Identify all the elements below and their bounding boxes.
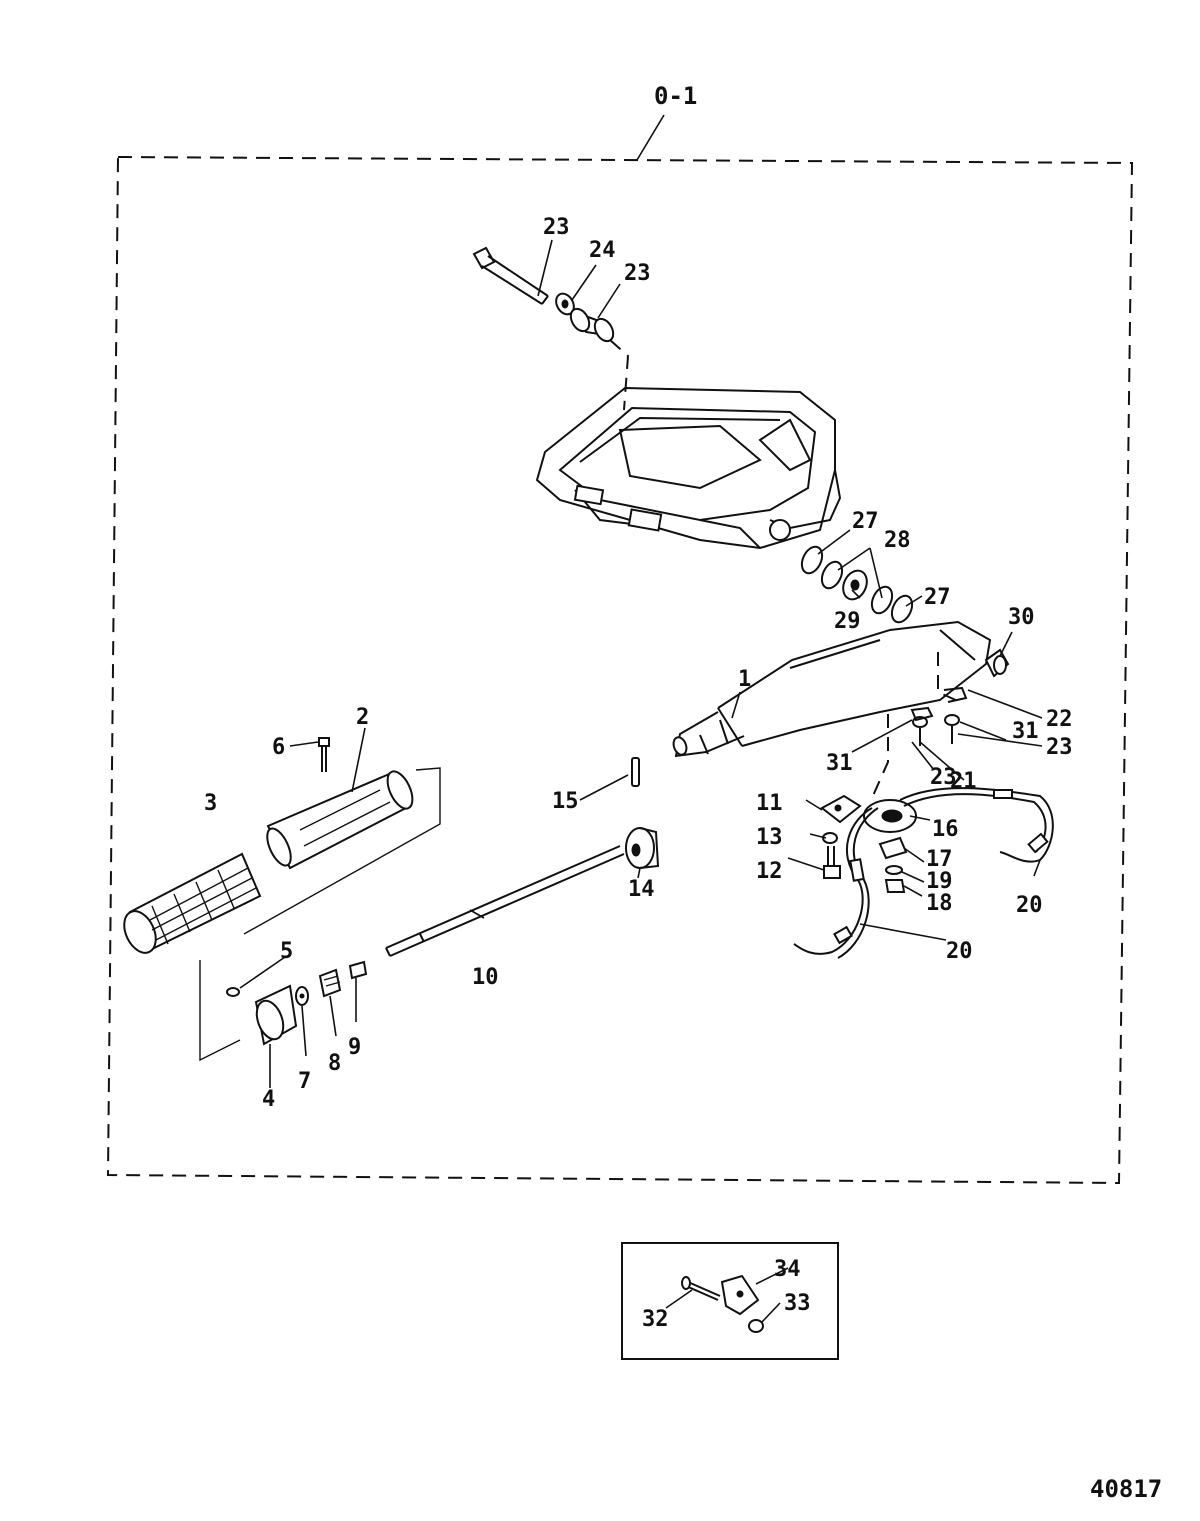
callout-8: 8 (328, 1051, 341, 1076)
callout-7: 7 (298, 1069, 311, 1094)
callout-31a: 31 (826, 751, 853, 776)
callout-10: 10 (472, 965, 499, 990)
part-15-pin (631, 757, 640, 787)
callout-25: 23 (543, 215, 570, 240)
handle-centerline-b (937, 652, 961, 703)
callout-1: 1 (738, 667, 751, 692)
leader-lines (239, 239, 1043, 1323)
callout-26: 24 (589, 238, 616, 263)
callout-20a: 20 (1016, 893, 1043, 918)
callout-27b: 27 (924, 585, 951, 610)
part-4-collar (254, 984, 298, 1046)
callout-30: 30 (1008, 605, 1035, 630)
callout-5: 5 (280, 939, 293, 964)
callout-2: 2 (356, 705, 369, 730)
callout-29: 29 (834, 609, 861, 634)
parts-32-33-34-inset (681, 1274, 764, 1333)
callouts: 0-1 40817 23 24 23 27 28 29 27 30 1 2 6 … (204, 82, 1162, 1503)
callout-23-right: 23 (1046, 735, 1073, 760)
parts-21-22-23-31-hardware (910, 686, 968, 746)
parts-11-12-13-bracket-bolt (820, 794, 862, 879)
callout-19: 19 (926, 869, 953, 894)
grip-group-bracket (199, 767, 441, 1062)
inset-box (621, 1242, 839, 1360)
callout-15: 15 (552, 789, 579, 814)
assembly-label: 0-1 (654, 82, 697, 110)
callout-28: 28 (884, 528, 911, 553)
callout-31b: 31 (1012, 719, 1039, 744)
callout-20b: 20 (946, 939, 973, 964)
callout-9: 9 (348, 1035, 361, 1060)
bracket-bolt-centerline (609, 339, 630, 411)
part-14-gear (625, 827, 660, 869)
part-2-sleeve (266, 770, 414, 870)
part-5-clip (226, 987, 240, 997)
part-24-bushing (569, 307, 615, 343)
callout-24: 23 (624, 261, 651, 286)
parts-7-8-9-fasteners (295, 960, 368, 1006)
callout-13: 13 (756, 825, 783, 850)
part-1-tiller-handle (672, 620, 992, 758)
callout-16: 16 (932, 817, 959, 842)
callout-27a: 27 (852, 509, 879, 534)
part-3-grip (123, 852, 262, 954)
callout-6: 6 (272, 735, 285, 760)
callout-12: 12 (756, 859, 783, 884)
part-25-bolt (472, 246, 549, 305)
part-30-cap (984, 648, 1010, 678)
part-10-shaft (385, 845, 625, 957)
assembly-boundary (106, 155, 1134, 1185)
assembly-leader (636, 114, 665, 161)
callout-11: 11 (756, 791, 783, 816)
callout-3: 3 (204, 791, 217, 816)
callout-32: 32 (642, 1307, 669, 1332)
parts-17-18-19-stack (878, 836, 908, 893)
part-20-cables (793, 787, 1054, 959)
callout-4: 4 (262, 1087, 275, 1112)
callout-18: 18 (926, 891, 953, 916)
callout-34: 34 (774, 1257, 801, 1282)
callout-22: 22 (1046, 707, 1073, 732)
callout-17: 17 (926, 847, 953, 872)
handle-centerline-a (871, 714, 889, 799)
callout-33: 33 (784, 1291, 811, 1316)
callout-21: 21 (950, 769, 977, 794)
callout-23-mid: 23 (930, 765, 957, 790)
part-6-screw (318, 737, 330, 772)
figure-number: 40817 (1090, 1475, 1162, 1503)
tiller-bracket (535, 386, 842, 550)
parts-27-28-29-washers (800, 545, 914, 624)
callout-14: 14 (628, 877, 655, 902)
